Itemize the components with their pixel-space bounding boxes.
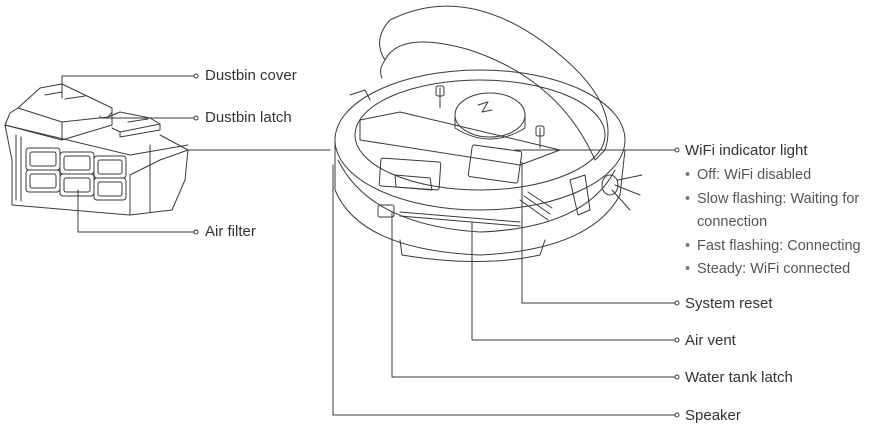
label-air-vent: Air vent <box>685 332 736 349</box>
robot-illustration <box>334 5 643 262</box>
leader-dots <box>193 73 680 418</box>
wifi-state-off: •Off: WiFi disabled <box>685 167 812 183</box>
wifi-state-steady: •Steady: WiFi connected <box>685 261 851 277</box>
wifi-state-slow-text: Slow flashing: Waiting for <box>697 191 860 207</box>
label-dustbin-cover: Dustbin cover <box>205 67 297 84</box>
leader-lines <box>61 75 676 416</box>
wifi-state-slow-cont: connection <box>697 214 768 230</box>
label-speaker: Speaker <box>685 407 741 424</box>
wifi-state-fast-text: Fast flashing: Connecting <box>697 238 861 254</box>
label-wifi-indicator-light: WiFi indicator light <box>685 142 808 159</box>
wifi-state-steady-text: Steady: WiFi connected <box>697 261 851 277</box>
wifi-state-off-text: Off: WiFi disabled <box>697 167 812 183</box>
wifi-state-fast: •Fast flashing: Connecting <box>685 238 861 254</box>
label-system-reset: System reset <box>685 295 773 312</box>
label-air-filter: Air filter <box>205 223 256 240</box>
dustbin-illustration <box>4 83 189 216</box>
wifi-state-slow: •Slow flashing: Waiting for <box>685 191 860 207</box>
label-dustbin-latch: Dustbin latch <box>205 109 292 126</box>
label-water-tank-latch: Water tank latch <box>685 369 793 386</box>
